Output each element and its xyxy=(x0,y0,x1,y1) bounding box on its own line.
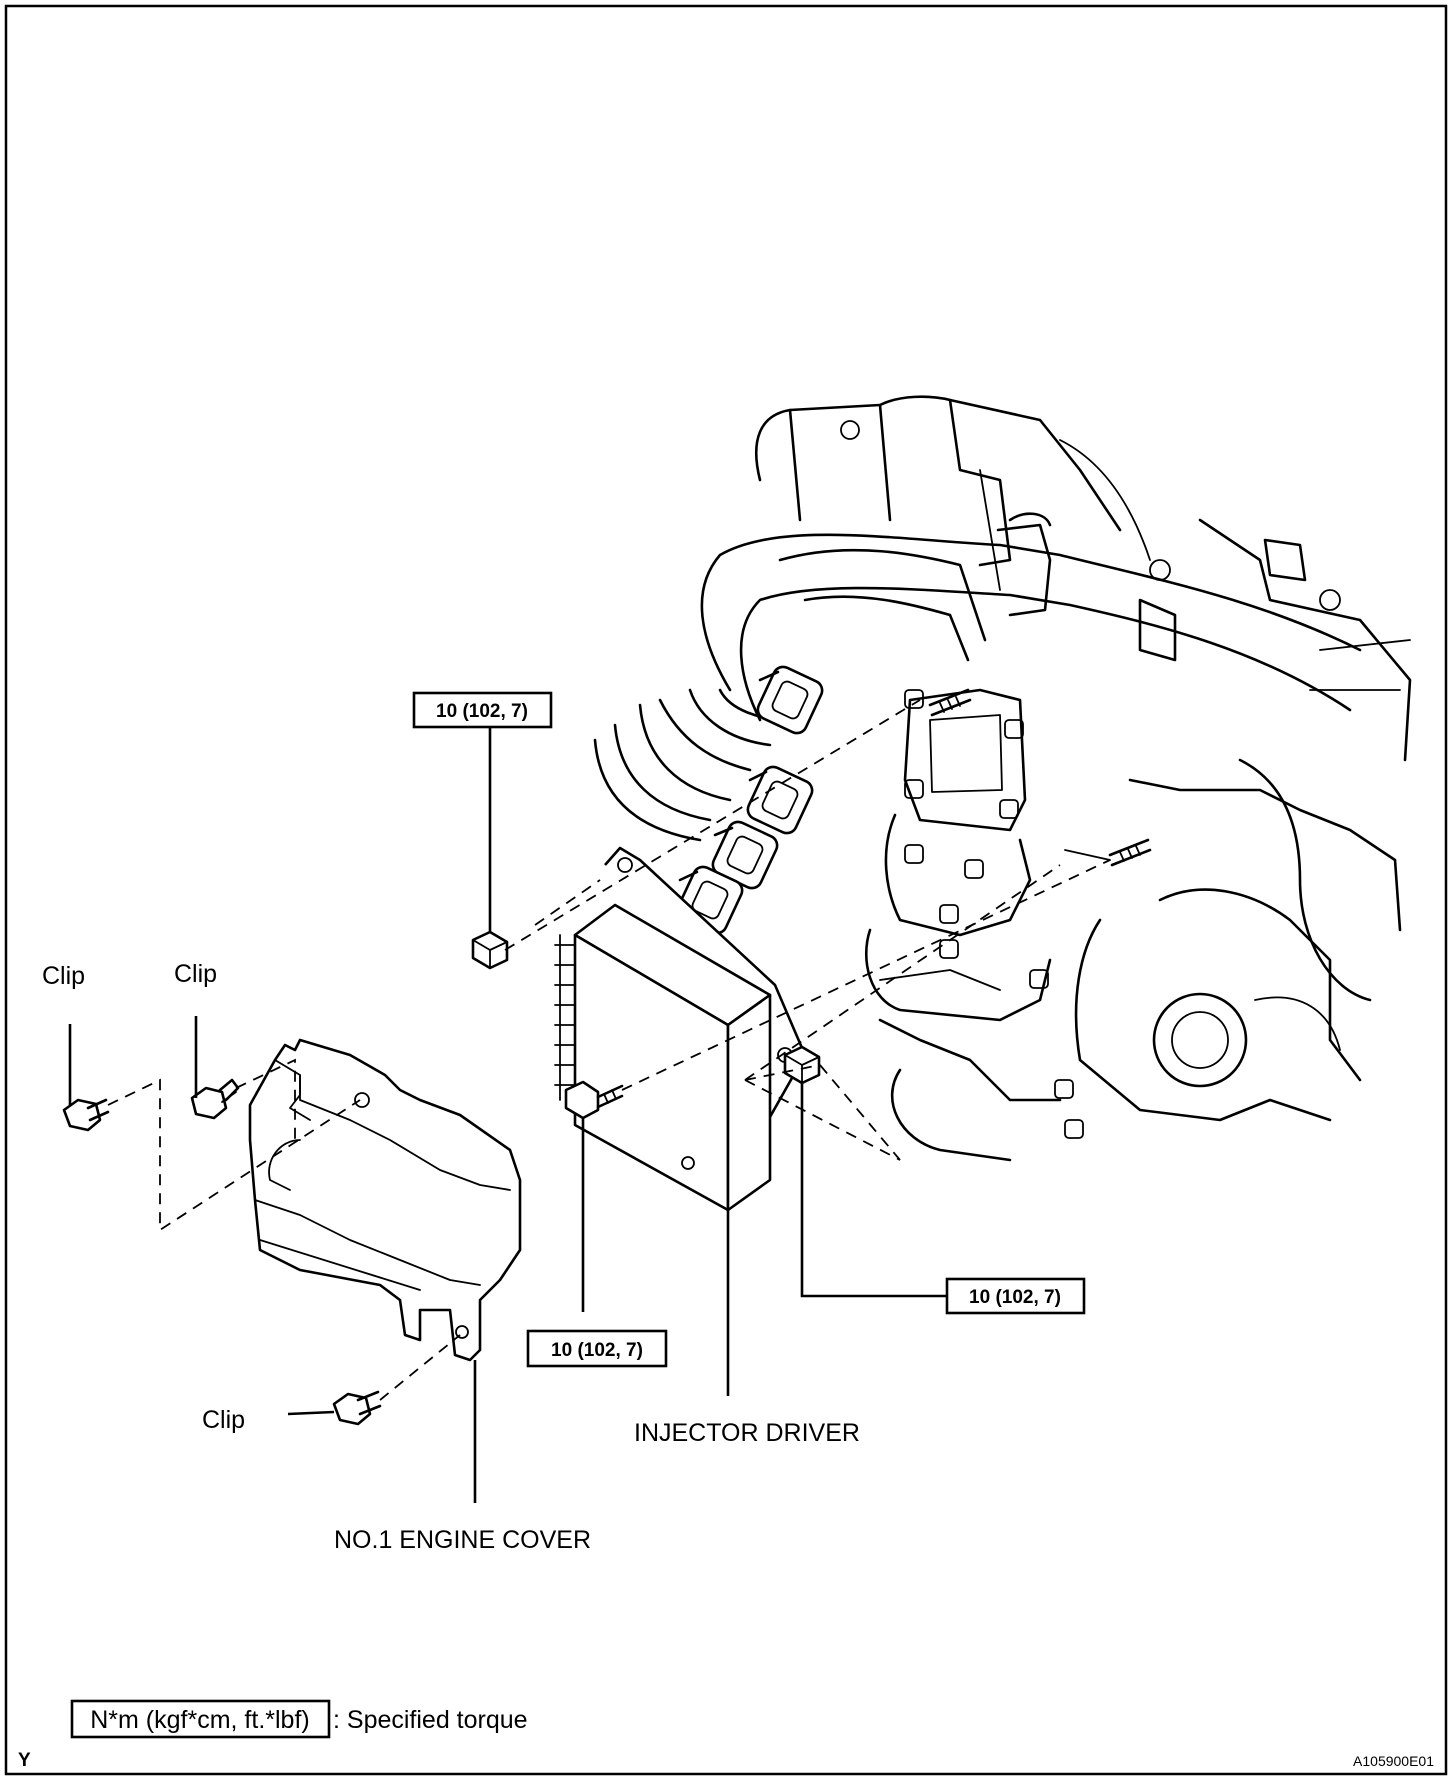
harness-connectors xyxy=(593,665,824,935)
legend-description: : Specified torque xyxy=(333,1706,528,1734)
clip-label-middle: Clip xyxy=(174,960,217,988)
torque-value-lower: 10 (102, 7) xyxy=(551,1340,643,1361)
torque-value-right: 10 (102, 7) xyxy=(969,1287,1061,1308)
page-frame xyxy=(4,4,1448,1776)
bolt-lower xyxy=(564,1080,624,1120)
fasteners xyxy=(62,930,821,1426)
engine-cover-part xyxy=(248,1038,522,1362)
clip-left xyxy=(62,1098,110,1132)
torque-value-upper: 10 (102, 7) xyxy=(436,701,528,722)
engine-cover-label: NO.1 ENGINE COVER xyxy=(334,1526,591,1554)
clip-middle xyxy=(190,1078,240,1120)
nut-right xyxy=(783,1045,821,1085)
engine-assembly xyxy=(700,395,1412,1162)
corner-mark: Y xyxy=(18,1750,31,1771)
torque-callout-lower: 10 (102, 7) xyxy=(526,1329,668,1368)
figure-id: A105900E01 xyxy=(1353,1753,1434,1769)
torque-callout-right: 10 (102, 7) xyxy=(945,1277,1086,1315)
clip-label-bottom: Clip xyxy=(202,1406,245,1434)
injector-driver-unit xyxy=(554,846,807,1212)
torque-callout-upper: 10 (102, 7) xyxy=(412,691,553,729)
nut-upper xyxy=(471,930,509,970)
clip-bottom xyxy=(332,1390,382,1426)
torque-legend: N*m (kgf*cm, ft.*lbf) : Specified torque xyxy=(70,1699,528,1739)
leader-lines xyxy=(68,727,947,1503)
clip-label-left: Clip xyxy=(42,962,85,990)
assembly-dash-lines xyxy=(107,699,1111,1401)
legend-box-text: N*m (kgf*cm, ft.*lbf) xyxy=(90,1706,309,1734)
injector-driver-label: INJECTOR DRIVER xyxy=(634,1419,860,1447)
